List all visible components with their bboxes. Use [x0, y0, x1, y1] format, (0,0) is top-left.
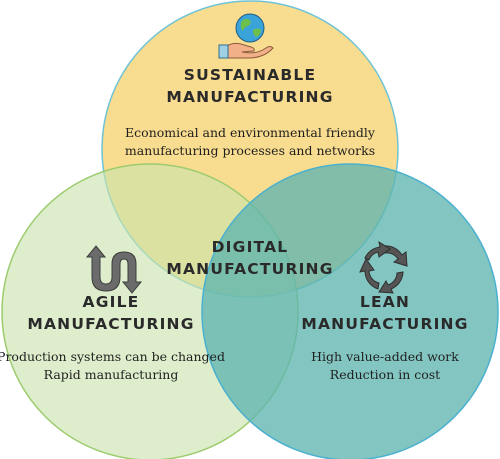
sustainable-title-line1: SUSTAINABLE — [184, 66, 317, 84]
lean-circle — [201, 163, 499, 459]
agile-desc-line2: Rapid manufacturing — [44, 367, 179, 382]
lean-desc-line2: Reduction in cost — [330, 367, 440, 382]
cycle-arrows-icon — [359, 240, 408, 294]
center-title-line2: MANUFACTURING — [166, 260, 333, 278]
globe-in-hand-icon — [218, 13, 274, 59]
agile-title-line1: AGILE — [83, 293, 140, 311]
lean-desc-line1: High value-added work — [311, 349, 459, 364]
sustainable-title-line2: MANUFACTURING — [166, 88, 333, 106]
sustainable-desc-line1: Economical and environmental friendly — [125, 125, 376, 140]
agile-title-line2: MANUFACTURING — [27, 315, 194, 333]
lean-title-line1: LEAN — [360, 293, 410, 311]
sustainable-desc-line2: manufacturing processes and networks — [125, 143, 375, 158]
agile-desc-line1: Production systems can be changed — [0, 349, 225, 364]
lean-title-line2: MANUFACTURING — [301, 315, 468, 333]
center-title-line1: DIGITAL — [212, 238, 289, 256]
up-down-arrows-icon — [85, 245, 143, 294]
